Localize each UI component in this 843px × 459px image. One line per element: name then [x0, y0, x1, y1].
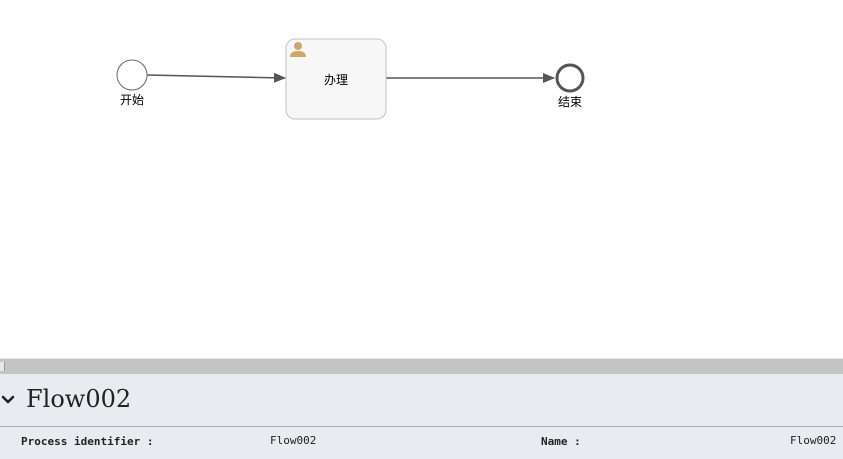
user-icon — [290, 42, 306, 57]
sequence-flow-start-to-task[interactable] — [146, 72, 286, 83]
panel-splitter[interactable] — [0, 358, 843, 374]
name-value[interactable]: Flow002 — [790, 434, 837, 447]
splitter-handle[interactable] — [0, 362, 5, 371]
name-label: Name : — [541, 435, 581, 448]
user-task-label: 办理 — [324, 72, 348, 87]
properties-header: Flow002 — [0, 374, 843, 427]
process-identifier-label: Process identifier : — [21, 435, 154, 448]
diagram-canvas[interactable]: 开始 办理 结束 — [0, 0, 843, 358]
start-event-label: 开始 — [120, 93, 144, 107]
end-event-label: 结束 — [558, 95, 582, 109]
end-event[interactable]: 结束 — [555, 63, 585, 109]
bpmn-diagram: 开始 办理 结束 — [116, 38, 585, 120]
process-title: Flow002 — [26, 385, 132, 413]
chevron-down-icon[interactable] — [1, 394, 15, 406]
properties-panel: Flow002 Process identifier : Flow002 Nam… — [0, 374, 843, 459]
process-identifier-value[interactable]: Flow002 — [270, 434, 317, 447]
user-task[interactable]: 办理 — [285, 38, 387, 120]
start-event[interactable]: 开始 — [116, 59, 148, 107]
